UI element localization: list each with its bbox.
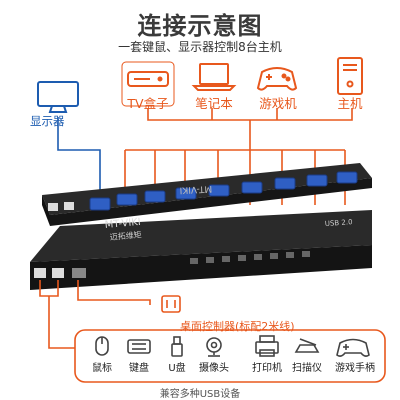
scanner-icon — [294, 338, 320, 353]
printer-icon — [255, 335, 279, 357]
kvm-rear-brand: MT-VIKI — [179, 183, 212, 195]
webcam-icon — [206, 337, 222, 357]
usb-label-keyboard: 键盘 — [129, 363, 149, 374]
computer-label-pc: 主机 — [337, 96, 363, 111]
usb-drive-icon — [171, 336, 183, 357]
usb-label-scanner: 扫描仪 — [292, 363, 322, 374]
monitor-icon — [37, 81, 79, 113]
laptop-icon — [191, 63, 237, 91]
usb-label-usb-drive: U盘 — [168, 363, 186, 374]
kvm-model-label: USB 2.0 — [325, 218, 353, 228]
compat-label: 兼容多种USB设备 — [159, 389, 241, 400]
kvm-front-panel — [30, 210, 372, 290]
tv-box-icon — [121, 61, 175, 107]
gamepad-icon — [336, 338, 370, 357]
page-subtitle: 一套键鼠、显示器控制8台主机 — [118, 40, 282, 54]
desktop-controller-icon — [161, 295, 181, 313]
computer-label-tv-box: TV盒子 — [127, 96, 169, 111]
usb-label-gamepad: 游戏手柄 — [335, 363, 375, 374]
usb-connection-lines — [39, 280, 151, 349]
keyboard-icon — [127, 339, 151, 354]
usb-label-mouse: 鼠标 — [92, 363, 112, 374]
page-title: 连接示意图 — [137, 12, 263, 40]
pc-tower-icon — [337, 57, 363, 95]
vga-ports — [89, 171, 358, 211]
usb-label-webcam: 摄像头 — [199, 363, 229, 374]
computer-label-laptop: 笔记本 — [195, 96, 233, 111]
usb-label-printer: 打印机 — [252, 363, 282, 374]
usb-device-frame — [74, 329, 386, 383]
monitor-label: 显示器 — [30, 114, 65, 128]
kvm-front-brand: MT-VIKI — [104, 217, 141, 231]
gamepad-icon — [256, 67, 298, 91]
mouse-icon — [95, 336, 109, 356]
monitor-connection-line — [57, 117, 101, 205]
computer-label-gamepad: 游戏机 — [259, 96, 297, 111]
kvm-front-brand-cn: 迈拓维矩 — [109, 229, 142, 242]
desktop-controller-label: 桌面控制器(标配2米线) — [180, 320, 295, 333]
